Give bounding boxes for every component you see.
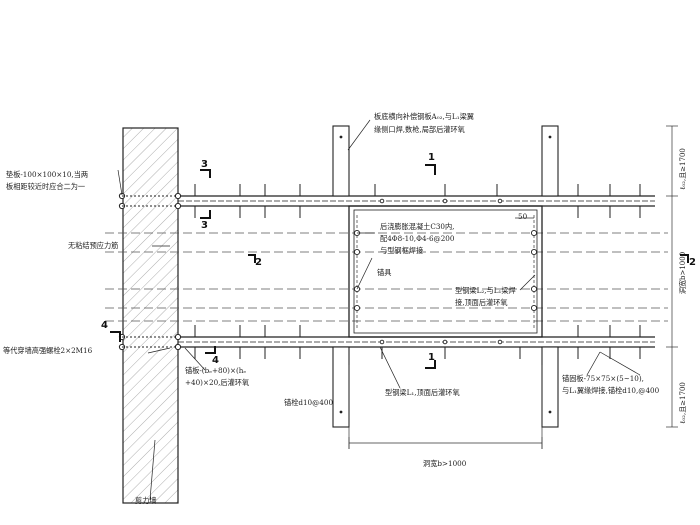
label-pad-plate-2: 板相距较近时应合二为一 [6, 182, 86, 191]
label-hole-width-bottom: 洞宽b>1000 [423, 459, 467, 468]
label-unbonded-tendon: 无粘结预应力筋 [68, 241, 119, 250]
label-shear-wall: 剪力墙 [135, 496, 157, 505]
label-anchor-bolt: 锚栓d10@400 [284, 398, 334, 407]
label-post-cast-1: 后浇膨胀混凝土C30内, [380, 222, 455, 231]
section-mark-2-right: 2 [689, 257, 696, 268]
label-angle-plate-2: 与L₁翼缘焊接,锚栓d10,@400 [562, 386, 660, 395]
section-mark-3-bottom: 3 [201, 220, 208, 231]
plate-bolt-dots [339, 135, 552, 414]
label-steel-beam-l2-2: 接,顶面后灌环氧 [455, 298, 508, 307]
steel-beams-l1 [178, 195, 655, 348]
label-plate-transverse-1: 板底横向补偿钢板A₀₂,与L₁梁翼 [374, 112, 474, 121]
steel-beams-l2 [348, 205, 543, 338]
leader-lines [117, 119, 641, 501]
bolt-stubs-top [194, 184, 641, 218]
dimension-lines [348, 125, 678, 449]
label-plate-transverse-2: 缘侧口焊,数枪,局部后灌环氧 [374, 125, 465, 134]
label-steel-beam-l1: 型钢梁L₁,顶面后灌环氧 [385, 388, 460, 397]
section-mark-4-right: 4 [212, 355, 219, 366]
section-mark-1-top: 1 [428, 152, 435, 163]
unbonded-tendons [105, 232, 668, 322]
section-mark-1-bottom: 1 [428, 352, 435, 363]
anchors [353, 198, 538, 345]
label-pad-plate-1: 垫板-100×100×10,当两 [6, 170, 89, 179]
label-anchor-plate-2: +40)×20,后灌环氧 [185, 378, 250, 387]
section-marker-lines [110, 164, 689, 369]
section-mark-4-left: 4 [101, 320, 108, 331]
transverse-plates [332, 125, 559, 428]
label-anchor-plate-1: 锚板-(bₑ+80)×(hₑ [185, 366, 247, 375]
label-hole-width-right: 洞宽b>1000 [679, 251, 687, 294]
shear-wall [122, 127, 179, 504]
label-post-cast-2: 配4Φ8-10,Φ4-6@200 [380, 234, 455, 243]
label-steel-beam-l2-1: 型钢梁L₂,与L₁梁焊 [455, 286, 516, 295]
section-mark-2-left: 2 [255, 257, 262, 268]
label-post-cast-3: 与型钢框焊接 [380, 246, 424, 255]
bolt-stubs-bottom [194, 325, 641, 359]
label-dim-50: 50 [518, 212, 528, 221]
label-dim-top: ℓ₀₂,且≥1700 [679, 148, 687, 190]
wall-bolt-rods [122, 195, 178, 348]
label-dim-bottom: ℓ₀₂,且≥1700 [679, 382, 687, 424]
label-angle-plate-1: 锚固板-75×75×(5~10), [562, 374, 644, 383]
label-equiv-bolt: 等代穿墙高强螺栓2×2M16 [3, 346, 93, 355]
label-anchor: 锚具 [377, 268, 392, 277]
section-mark-3-top: 3 [201, 159, 208, 170]
